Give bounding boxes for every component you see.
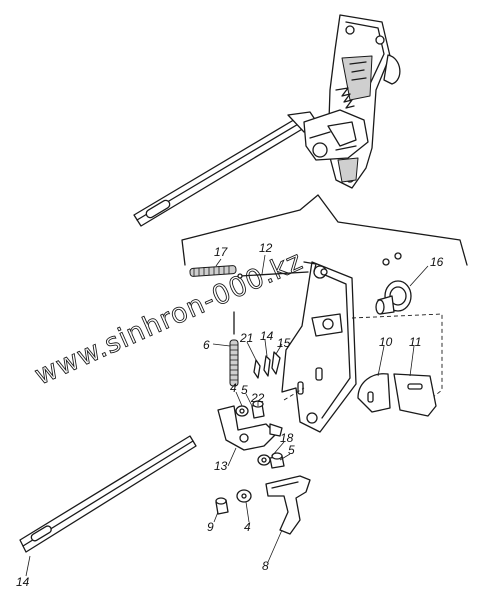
part-labels: 17 12 16 6 21 14 15 10 11 4 5 22 18 5 13… bbox=[16, 241, 444, 589]
label-21: 21 bbox=[239, 331, 253, 345]
label-11: 11 bbox=[409, 335, 421, 349]
label-14-lower: 14 bbox=[16, 575, 30, 589]
part-10-ratchet bbox=[357, 373, 391, 413]
part-11-lever bbox=[393, 373, 437, 417]
label-13: 13 bbox=[214, 459, 228, 473]
label-15: 15 bbox=[277, 336, 291, 350]
assembly-line-left bbox=[283, 387, 305, 401]
label-5-lower: 5 bbox=[288, 443, 295, 457]
label-18: 18 bbox=[280, 431, 294, 445]
label-16: 16 bbox=[430, 255, 444, 269]
label-22: 22 bbox=[250, 391, 265, 405]
part-6-spring bbox=[229, 311, 239, 387]
part-12-rod bbox=[237, 271, 309, 279]
label-10: 10 bbox=[379, 335, 393, 349]
label-9: 9 bbox=[207, 520, 214, 534]
main-lock-plate bbox=[281, 261, 357, 433]
parts-9-4-pin-washer bbox=[215, 489, 252, 515]
part-14-rod bbox=[19, 435, 197, 553]
assembly-line-right bbox=[351, 313, 443, 399]
parts-4-5-22-pins bbox=[235, 400, 265, 419]
part-8-hook-lever bbox=[265, 475, 311, 535]
label-4-lower: 4 bbox=[244, 520, 251, 534]
part-17-spring bbox=[189, 265, 237, 277]
parts-18-5-lower bbox=[257, 452, 285, 469]
part-16-rotor bbox=[375, 252, 412, 315]
label-14-upper: 14 bbox=[260, 329, 274, 343]
leader-lines bbox=[25, 254, 429, 577]
label-5-upper: 5 bbox=[241, 383, 248, 397]
label-6: 6 bbox=[203, 338, 210, 352]
label-4-upper: 4 bbox=[230, 381, 237, 395]
explode-bracket bbox=[181, 194, 468, 266]
label-17: 17 bbox=[214, 245, 229, 259]
label-12: 12 bbox=[259, 241, 273, 255]
part-13-bracket bbox=[217, 405, 283, 451]
assembled-lock-view bbox=[133, 14, 401, 227]
label-8: 8 bbox=[262, 559, 269, 573]
parts-21-14-15-clips bbox=[253, 351, 281, 379]
